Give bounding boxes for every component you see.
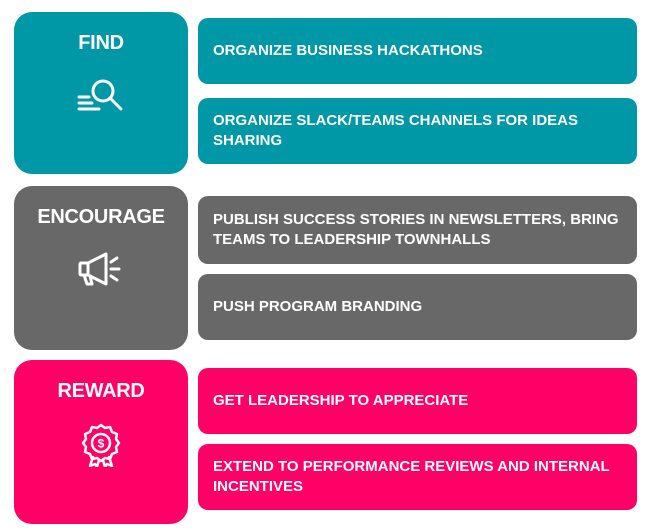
- reward-item-incentives-label: EXTEND TO PERFORMANCE REVIEWS AND INTERN…: [213, 458, 610, 495]
- reward-title: REWARD: [57, 380, 145, 402]
- encourage-item-branding-label: PUSH PROGRAM BRANDING: [213, 298, 423, 315]
- find-item-hackathons: ORGANIZE BUSINESS HACKATHONS: [198, 18, 637, 84]
- reward-item-leadership-label: GET LEADERSHIP TO APPRECIATE: [213, 392, 469, 409]
- dollar-sign: $: [98, 437, 105, 451]
- reward-item-leadership: GET LEADERSHIP TO APPRECIATE: [198, 368, 637, 434]
- find-item-hackathons-label: ORGANIZE BUSINESS HACKATHONS: [213, 42, 483, 59]
- find-header-block: FIND: [14, 12, 188, 174]
- encourage-header-block: ENCOURAGE: [14, 186, 188, 350]
- find-item-channels-label: ORGANIZE SLACK/TEAMS CHANNELS FOR IDEAS …: [213, 112, 579, 149]
- encourage-item-success-stories: PUBLISH SUCCESS STORIES IN NEWSLETTERS, …: [198, 196, 637, 264]
- encourage-title: ENCOURAGE: [37, 206, 165, 228]
- reward-item-incentives: EXTEND TO PERFORMANCE REVIEWS AND INTERN…: [198, 444, 637, 510]
- reward-header-block: REWARD $: [14, 360, 188, 524]
- encourage-item-branding: PUSH PROGRAM BRANDING: [198, 274, 637, 340]
- encourage-item-success-stories-label: PUBLISH SUCCESS STORIES IN NEWSLETTERS, …: [213, 211, 619, 248]
- award-badge-icon: $: [81, 423, 121, 467]
- megaphone-icon: [78, 252, 121, 286]
- search-icon: [77, 79, 123, 111]
- find-item-channels: ORGANIZE SLACK/TEAMS CHANNELS FOR IDEAS …: [198, 98, 637, 164]
- find-title: FIND: [78, 32, 124, 54]
